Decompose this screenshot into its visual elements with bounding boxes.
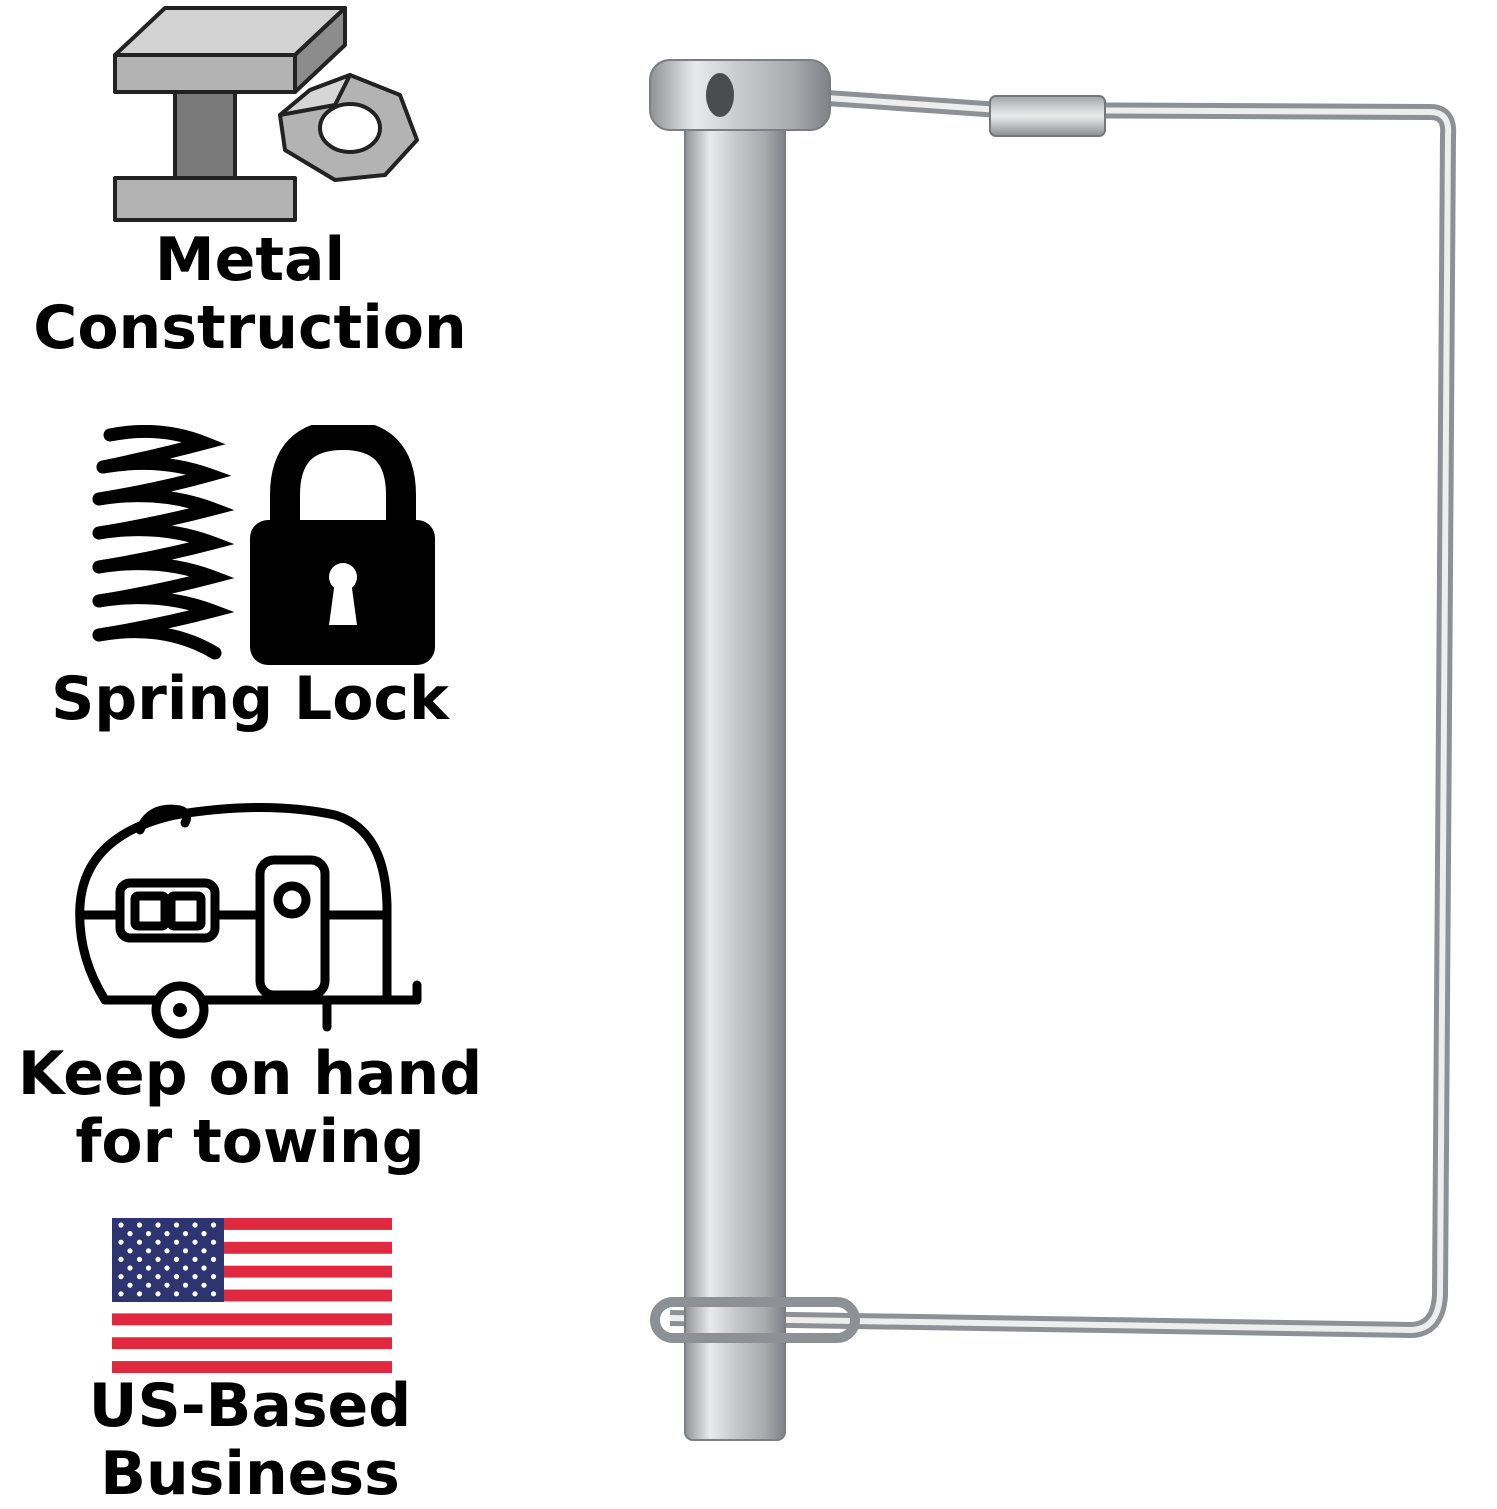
flag-star [182, 1248, 189, 1254]
flag-star [192, 1256, 198, 1262]
flag-star [201, 1231, 207, 1237]
flag-star [145, 1248, 152, 1254]
shaft-locking-pin-icon [649, 59, 1457, 1441]
steel-beam-and-nut-icon [113, 6, 419, 222]
flag-star [192, 1239, 198, 1245]
label-line: Keep on hand [17, 1039, 483, 1109]
flag-star [173, 1291, 180, 1297]
camper-trailer-icon [75, 803, 422, 1039]
label-line: Metal [154, 225, 346, 295]
flag-star [164, 1231, 170, 1237]
flag-star [155, 1256, 161, 1262]
label-line: Construction [33, 293, 467, 363]
flag-star [127, 1248, 133, 1254]
label-line: for towing [75, 1107, 425, 1177]
label-line: US-Based [88, 1371, 412, 1441]
feature-us-based: US-Based Business [0, 1210, 500, 1508]
flag-star [173, 1274, 180, 1280]
feature-towing: Keep on hand for towing [0, 790, 500, 1176]
flag-star [118, 1222, 124, 1228]
flag-star [201, 1265, 207, 1271]
flag-star [136, 1256, 143, 1262]
flag-star [201, 1282, 207, 1288]
flag-star [173, 1222, 180, 1228]
label-line: Business [100, 1439, 400, 1509]
flag-star [210, 1274, 217, 1280]
flag-star [118, 1291, 124, 1297]
flag-star [136, 1239, 143, 1245]
flag-star [155, 1222, 161, 1228]
flag-star [155, 1291, 161, 1297]
flag-star [201, 1248, 207, 1254]
flag-star [145, 1265, 152, 1271]
towing-label: Keep on hand for towing [0, 1040, 500, 1176]
flag-star [136, 1222, 143, 1228]
flag-star [118, 1239, 124, 1245]
flag-star [127, 1265, 133, 1271]
flag-star [127, 1282, 133, 1288]
flag-star [164, 1282, 170, 1288]
flag-star [192, 1274, 198, 1280]
spring-icon [92, 425, 235, 660]
flag-star [210, 1222, 217, 1228]
flag-star [210, 1239, 217, 1245]
label-line: Spring Lock [51, 664, 449, 734]
feature-metal-construction: Metal Construction [0, 0, 500, 362]
flag-star [145, 1231, 152, 1237]
flag-star [164, 1248, 170, 1254]
flag-star [127, 1231, 133, 1237]
flag-star [182, 1231, 189, 1237]
flag-star [173, 1239, 180, 1245]
spring-lock-label: Spring Lock [0, 665, 500, 733]
metal-construction-label: Metal Construction [0, 226, 500, 362]
flag-star [155, 1239, 161, 1245]
us-flag-icon [112, 1218, 392, 1373]
us-based-label: US-Based Business [0, 1372, 500, 1508]
flag-star [173, 1256, 180, 1262]
flag-star [182, 1282, 189, 1288]
flag-star [182, 1265, 189, 1271]
flag-star [210, 1256, 217, 1262]
spring-and-padlock-icon [92, 425, 435, 665]
feature-spring-lock: Spring Lock [0, 410, 500, 740]
padlock-icon [250, 425, 435, 665]
flag-star [136, 1274, 143, 1280]
flag-star [164, 1265, 170, 1271]
flag-star [145, 1282, 152, 1288]
flag-star [192, 1222, 198, 1228]
flag-star [192, 1291, 198, 1297]
flag-star [210, 1291, 217, 1297]
flag-star [118, 1274, 124, 1280]
flag-star [136, 1291, 143, 1297]
flag-star [118, 1256, 124, 1262]
flag-star [155, 1274, 161, 1280]
